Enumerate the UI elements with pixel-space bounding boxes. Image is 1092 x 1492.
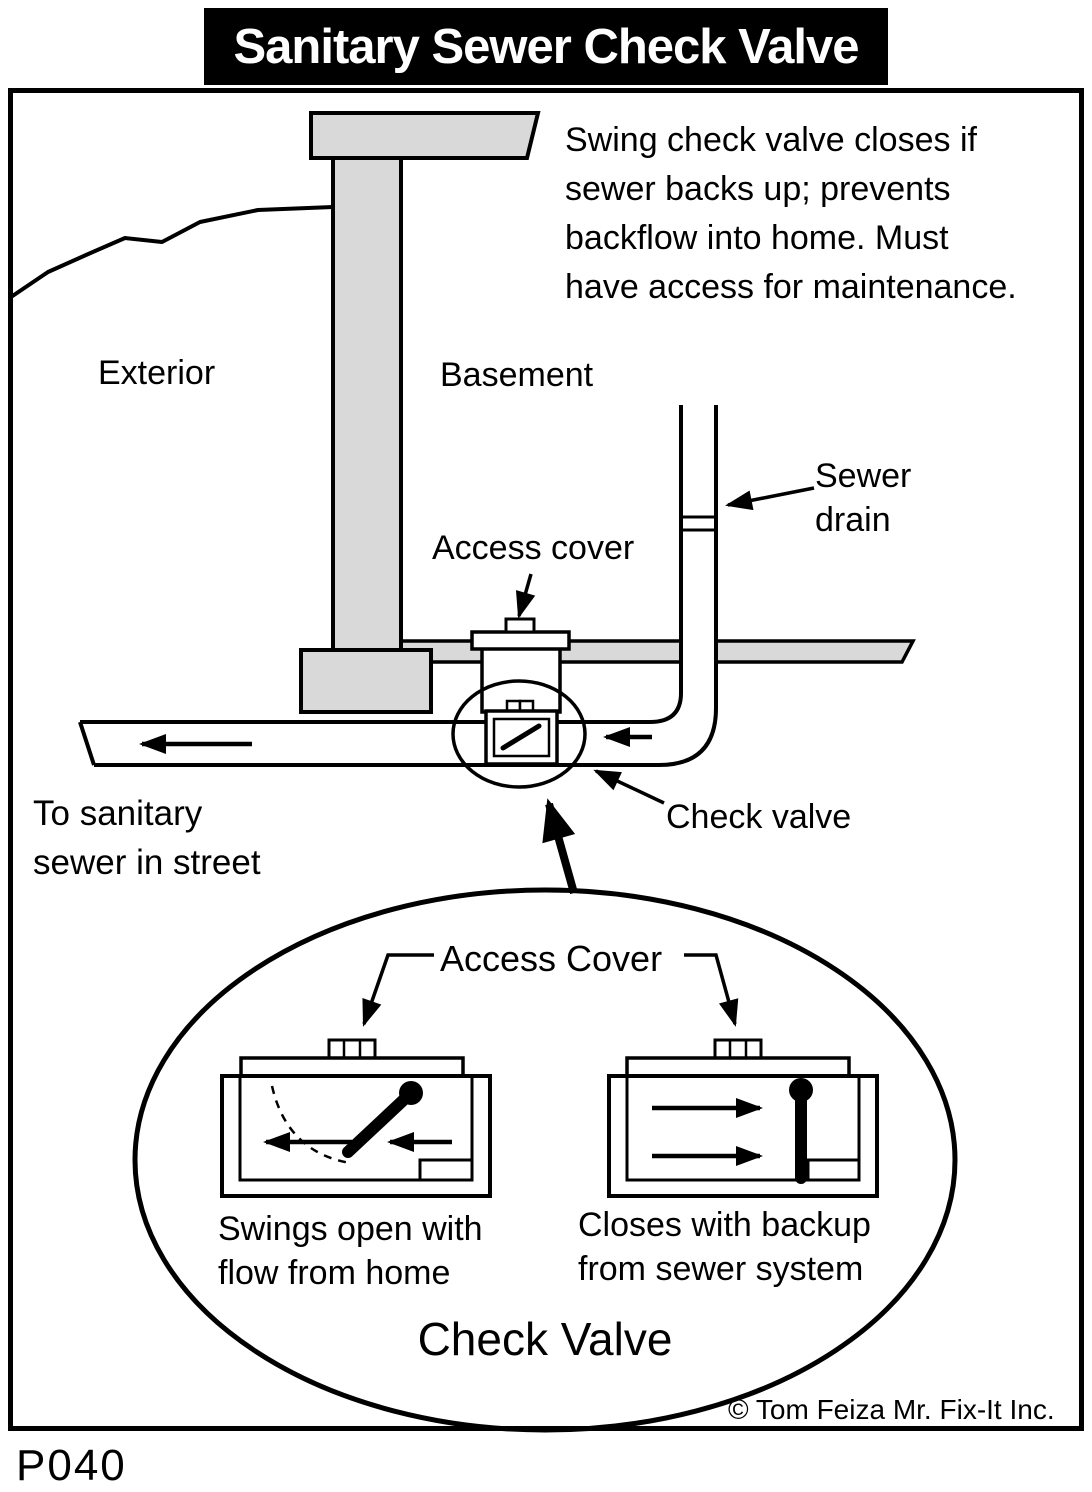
access-cover-plate bbox=[470, 630, 571, 651]
label-access-cover: Access cover bbox=[432, 529, 635, 567]
detail-access-cover-label: Access Cover bbox=[440, 938, 663, 979]
detail-open-caption-line-2: flow from home bbox=[218, 1254, 451, 1292]
detail-title: Check Valve bbox=[417, 1313, 673, 1365]
label-to-sewer: To sanitary sewer in street bbox=[33, 789, 261, 887]
label-to-sewer-line-1: To sanitary bbox=[33, 794, 203, 833]
open-valve-knob bbox=[327, 1038, 377, 1060]
detail-closed-caption-line-2: from sewer system bbox=[578, 1250, 864, 1288]
open-flapper-pivot bbox=[399, 1081, 423, 1105]
access-cover-pointer-arrow bbox=[515, 573, 536, 619]
note-line-4: have access for maintenance. bbox=[565, 268, 1017, 306]
open-valve-cover-plate bbox=[239, 1056, 465, 1078]
open-valve-inner bbox=[238, 1074, 474, 1182]
label-to-sewer-line-2: sewer in street bbox=[33, 843, 261, 882]
page-title: Sanitary Sewer Check Valve bbox=[233, 19, 860, 74]
note-text: Swing check valve closes if sewer backs … bbox=[565, 116, 1017, 312]
sewer-pipe-outline bbox=[78, 405, 718, 767]
foundation-footing bbox=[299, 648, 433, 714]
open-flapper bbox=[342, 1087, 417, 1158]
detail-closed-caption-line-1: Closes with backup bbox=[578, 1206, 871, 1244]
detail-open-caption: Swings open with flow from home bbox=[218, 1207, 483, 1295]
closed-flapper-pivot bbox=[789, 1078, 813, 1102]
detail-closed-caption: Closes with backup from sewer system bbox=[578, 1203, 871, 1291]
label-check-valve: Check valve bbox=[666, 798, 852, 836]
label-basement: Basement bbox=[440, 356, 594, 394]
title-bar: Sanitary Sewer Check Valve bbox=[204, 8, 888, 85]
detail-left-connector-arrow bbox=[362, 953, 434, 1027]
note-line-2: sewer backs up; prevents bbox=[565, 170, 951, 208]
check-valve-pointer-arrow bbox=[593, 769, 665, 805]
sewer-drain-pointer-arrow bbox=[725, 486, 815, 511]
first-floor-ledge bbox=[309, 111, 541, 160]
closed-valve-knob bbox=[713, 1038, 763, 1060]
detail-right-connector-arrow bbox=[684, 953, 739, 1027]
access-cover-knob bbox=[504, 617, 536, 634]
label-sewer-drain-line-2: drain bbox=[815, 501, 891, 539]
closed-valve-seat bbox=[806, 1158, 861, 1182]
detail-callout-arrow bbox=[542, 798, 578, 895]
foundation-wall bbox=[331, 156, 403, 652]
valve-highlight-circle bbox=[451, 679, 587, 789]
sewer-pipe-fill bbox=[80, 405, 716, 765]
closed-valve-cover-plate bbox=[625, 1056, 851, 1078]
check-valve-flapper bbox=[500, 723, 542, 751]
page-code: P040 bbox=[16, 1441, 127, 1490]
exterior-grade-line bbox=[9, 205, 335, 299]
label-exterior: Exterior bbox=[98, 354, 216, 392]
note-line-1: Swing check valve closes if bbox=[565, 121, 977, 159]
detail-bubble-ellipse bbox=[132, 887, 958, 1433]
closed-valve-inner bbox=[625, 1074, 861, 1182]
check-valve-inner bbox=[492, 717, 551, 758]
copyright-text: © Tom Feiza Mr. Fix-It Inc. bbox=[728, 1394, 1055, 1425]
open-valve-seat bbox=[418, 1158, 474, 1182]
label-sewer-drain: Sewer drain bbox=[815, 454, 911, 542]
note-line-3: backflow into home. Must bbox=[565, 219, 949, 257]
label-sewer-drain-line-1: Sewer bbox=[815, 457, 912, 495]
detail-open-caption-line-1: Swings open with bbox=[218, 1210, 483, 1248]
